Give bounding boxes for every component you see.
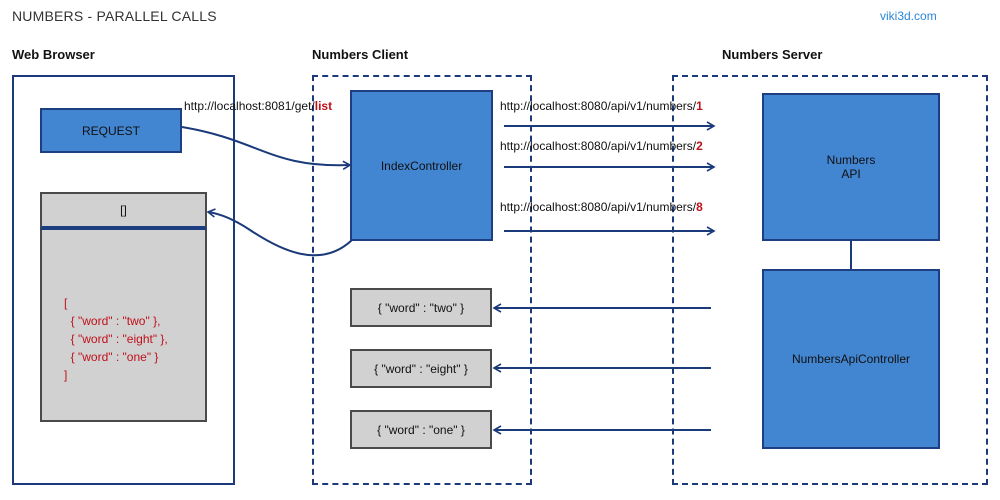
numbers-api-line1: Numbers xyxy=(826,153,876,167)
page-title: NUMBERS - PARALLEL CALLS xyxy=(12,8,217,24)
call-url-prefix: http://localhost:8080/api/v1/numbers/ xyxy=(500,200,697,214)
server-lane xyxy=(672,75,988,485)
browser-lane xyxy=(12,75,235,485)
json-line: ] xyxy=(64,368,68,382)
call-url-2: http://localhost:8080/api/v1/numbers/2 xyxy=(500,139,703,153)
json-line: { "word" : "two" }, xyxy=(64,314,161,328)
json-line: { "word" : "one" } xyxy=(64,350,159,364)
call-url-prefix: http://localhost:8080/api/v1/numbers/ xyxy=(500,99,697,113)
request-connector xyxy=(181,126,352,170)
call-url-8: http://localhost:8080/api/v1/numbers/8 xyxy=(500,200,703,214)
call-url-id: 1 xyxy=(696,99,703,113)
call-url-1: http://localhost:8080/api/v1/numbers/1 xyxy=(500,99,703,113)
numbers-api-line2: API xyxy=(841,167,861,181)
numbers-api: Numbers API xyxy=(762,93,940,241)
json-line: [ xyxy=(64,296,68,310)
numbers-api-controller: NumbersApiController xyxy=(762,269,940,449)
client-url-prefix: http://localhost:8081/get/ xyxy=(184,99,315,113)
client-url-label: http://localhost:8081/get/list xyxy=(184,99,332,113)
call-url-id: 8 xyxy=(696,200,703,214)
client-url-highlight: list xyxy=(314,99,333,113)
response-item-two: { "word" : "two" } xyxy=(350,288,492,327)
json-line: { "word" : "eight" }, xyxy=(64,332,168,346)
client-lane xyxy=(312,75,532,485)
lane-heading-browser: Web Browser xyxy=(12,47,95,62)
response-json: [ { "word" : "two" }, { "word" : "eight"… xyxy=(64,294,168,384)
call-url-prefix: http://localhost:8080/api/v1/numbers/ xyxy=(500,139,697,153)
lane-heading-client: Numbers Client xyxy=(312,47,409,62)
request-button[interactable]: REQUEST xyxy=(40,108,182,153)
response-body: [ { "word" : "two" }, { "word" : "eight"… xyxy=(40,230,207,422)
lane-heading-server: Numbers Server xyxy=(722,47,823,62)
response-header: [] xyxy=(40,192,207,230)
response-item-one: { "word" : "one" } xyxy=(350,410,492,449)
index-controller: IndexController xyxy=(350,90,493,241)
call-url-id: 2 xyxy=(696,139,703,153)
brand-link[interactable]: viki3d.com xyxy=(880,9,937,23)
response-item-eight: { "word" : "eight" } xyxy=(350,349,492,388)
response-connector xyxy=(206,208,353,257)
